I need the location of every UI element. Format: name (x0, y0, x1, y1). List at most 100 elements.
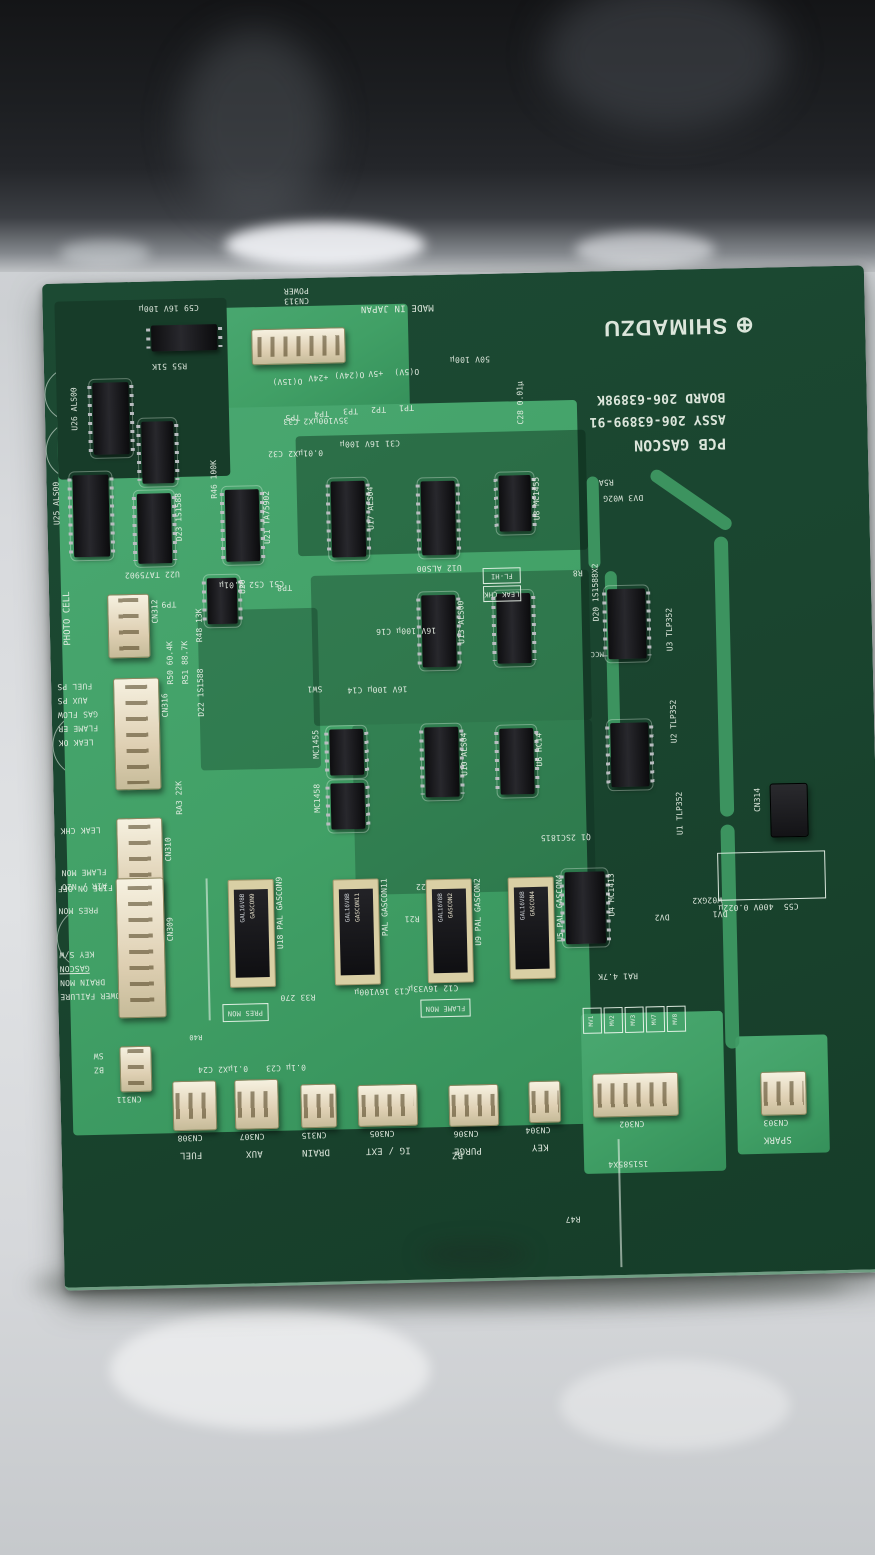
leak-chk-box: LEAK CHK (482, 585, 522, 603)
pcb-trace (586, 476, 601, 569)
connector-cn314 (769, 782, 809, 838)
tp8-label: TP8 (276, 583, 293, 593)
cn316-sig-2: GAS FLOW (57, 709, 99, 720)
bridge-dv2 (65, 1297, 112, 1342)
connector-cn316 (112, 677, 162, 791)
connector-cn306-purge (448, 1083, 500, 1127)
q1-label: Q1 2SC1815 (540, 832, 591, 843)
brand-logo-text: ⊕ SHIMADZU (603, 312, 754, 341)
diode-array-label: 1S1585X4 (608, 1159, 649, 1169)
background-smudge (180, 30, 330, 220)
leak-chk-label: LEAK CHK (484, 589, 520, 599)
tp2-ref-label: TP2 (370, 404, 387, 415)
connector-cn302 (592, 1071, 680, 1118)
pres-mon-box: PRES MON (222, 1003, 269, 1023)
ic-u17 (326, 476, 371, 562)
connector-cn307-aux (234, 1078, 280, 1130)
pal-sticker: GASCON4 (528, 890, 537, 917)
r51-label: R51 88.7K (180, 640, 191, 685)
table-reflection (110, 1310, 430, 1430)
ic-u26-label: U26 ALS00 (69, 387, 80, 431)
mv-box: MV1 (582, 1007, 603, 1034)
fuel-label: FUEL (179, 1149, 203, 1160)
opto-u1-label: U1 TLP352 (674, 791, 685, 836)
dv12-label: W02GX2 (692, 895, 723, 906)
r40-label: R40 (189, 1032, 203, 1042)
ic-u15-label: MC1455 (311, 729, 321, 759)
mv-box: MV8 (666, 1005, 687, 1033)
r46-label: R46 100K (209, 460, 219, 499)
ic-u8-label: U8 MC1455 (531, 476, 542, 521)
board-number-label: BOARD 206-63898K (596, 389, 726, 408)
cn311-sig-0: SW (93, 1051, 104, 1061)
ic-u8 (494, 470, 536, 536)
led-red (55, 848, 67, 860)
mv-label: MV2 (608, 1014, 617, 1026)
flame-mon-box: FLAME MON (420, 998, 471, 1018)
tp9-label: TP9 (161, 599, 177, 609)
pal-sticker: GASCON2 (446, 892, 455, 919)
mv-label: MV7 (650, 1013, 659, 1025)
cn309-sig-4: DRAIN MON (59, 977, 106, 988)
pal-gascon11-label: PAL GASCON11 (379, 878, 390, 937)
opto-u2-label: U2 TLP352 (668, 699, 679, 744)
pcb-dark-zone (197, 607, 322, 771)
flame-mon-label: FLAME MON (425, 1003, 466, 1013)
mv-label: MV1 (587, 1015, 596, 1027)
r5a-label: R5A (598, 477, 614, 488)
ic-u22 (132, 489, 177, 568)
ic-u26 (88, 378, 135, 459)
cn314-label: CN314 (752, 787, 763, 813)
ic-u25-label: U25 ALS00 (51, 481, 62, 526)
aux-label: AUX (245, 1148, 263, 1159)
ic-u14-label: MC1458 (312, 783, 323, 813)
cn309-sig-1: PRES MON (58, 905, 99, 916)
ic-u12-label: U12 ALS00 (416, 563, 462, 574)
r33-label: R33 270 (280, 992, 316, 1003)
c32-label: 0.01µX2 C32 (267, 448, 324, 459)
connector-cn303-spark (760, 1070, 808, 1116)
connector-cn311 (119, 1045, 153, 1093)
r21-label: R21 (404, 914, 420, 924)
cn309-sig-0: FIRE ON OFF (57, 883, 114, 894)
background-glare (60, 240, 150, 266)
cn316-sig-3: FLAME ER (57, 723, 99, 734)
brand-name: SHIMADZU (602, 313, 728, 342)
resistor-brown (63, 1215, 77, 1259)
ic-u25 (68, 470, 115, 562)
connector-cn313-power (251, 327, 346, 366)
ic-u4 (560, 867, 611, 949)
c31-label: C31 16V 100µ (339, 438, 401, 449)
r48-label: R48 13K (194, 608, 205, 643)
c59-label: C59 16V 100µ (138, 303, 199, 314)
c23-label: 0.1µ C23 (265, 1062, 307, 1073)
tp5-net-label: O(15V) (272, 376, 303, 387)
cn309-label: CN309 (165, 917, 175, 942)
optocoupler-u1 (630, 790, 672, 861)
r8-label: R8 (572, 568, 583, 578)
made-in-label: MADE IN JAPAN (360, 301, 434, 314)
pal-sticker: GASCON9 (248, 893, 257, 919)
mv-box: MV3 (624, 1006, 645, 1033)
mv-label: MV3 (629, 1014, 638, 1026)
cn311-label: CN311 (116, 1094, 142, 1105)
cn308-label: CN308 (177, 1133, 203, 1143)
photocell-label: PHOTO CELL (61, 591, 74, 646)
tp1-ref-label: TP1 (398, 403, 415, 413)
cn315-label: CN315 (301, 1130, 327, 1140)
led-red (55, 836, 67, 848)
buzzer-shadow (420, 1242, 530, 1266)
mv-label: MV8 (671, 1013, 680, 1025)
connector-cn315-drain (300, 1083, 338, 1129)
r50-label: R50 60.4K (165, 641, 176, 685)
tp1-net-label: O(5V) (393, 367, 420, 377)
mv-box: MV7 (645, 1006, 666, 1033)
cn316-sig-1: AUX PS (57, 695, 88, 706)
c33-label: 35V100µX2 C33 (283, 415, 349, 427)
ic-u15 (325, 724, 369, 780)
key-label: KEY (531, 1141, 549, 1152)
dv3-label: DV3 W02G (602, 493, 644, 503)
cn307-label: CN307 (239, 1131, 265, 1142)
